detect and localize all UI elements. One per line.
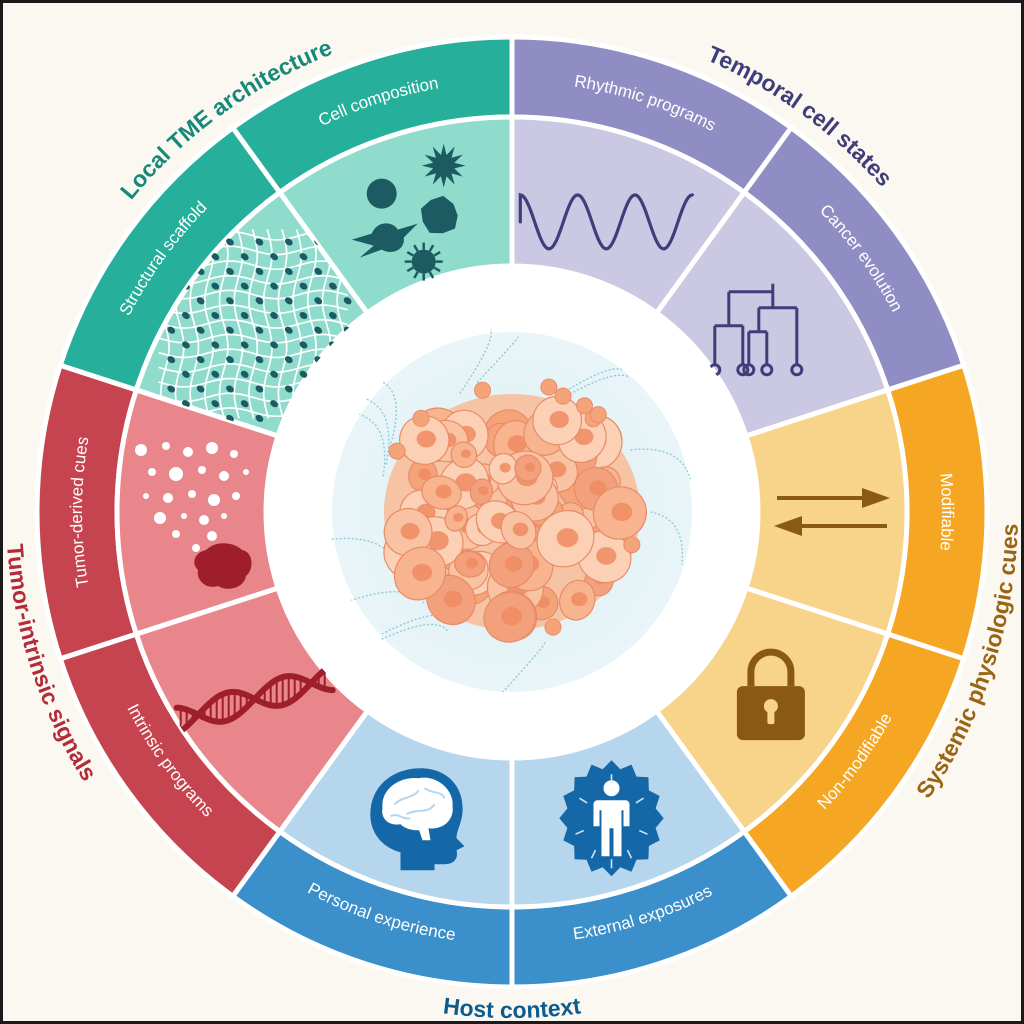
secreted-particles-icon	[135, 442, 252, 589]
center-area	[266, 266, 758, 758]
head-brain-icon	[370, 768, 465, 871]
fiber-mesh-icon	[158, 229, 352, 422]
bidirectional-arrows-icon	[774, 488, 890, 536]
cell-types-icon	[351, 143, 466, 281]
dna-helix-icon	[173, 661, 336, 737]
segment-label-modifiable: Modifiable	[936, 472, 957, 551]
sine-wave-icon	[518, 192, 694, 251]
icons-layer	[135, 143, 890, 877]
padlock-icon	[736, 648, 805, 741]
tumor-cell-cluster-icon	[329, 328, 692, 693]
category-title-host: Host context	[442, 992, 583, 1021]
person-exposure-icon	[559, 760, 664, 877]
